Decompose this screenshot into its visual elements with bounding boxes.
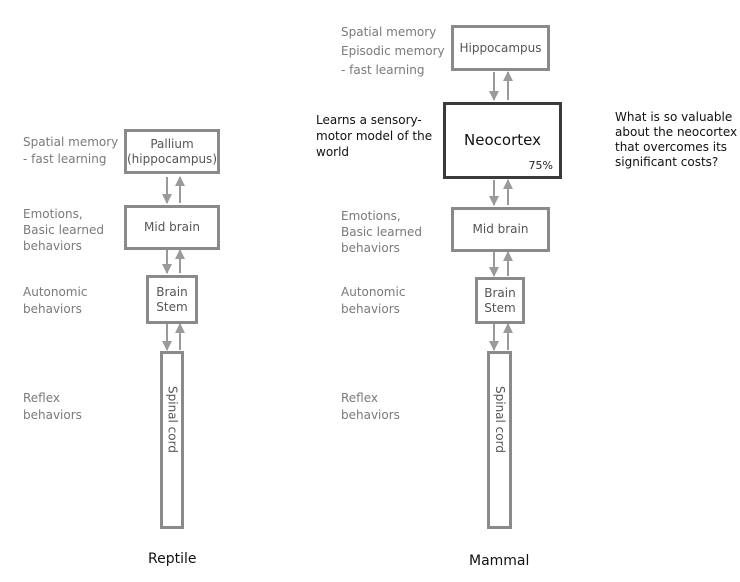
mammal-hippocampus-text: Hippocampus [459, 40, 542, 55]
mammal-label-hippocampus: Spatial memory Episodic memory - fast le… [341, 25, 445, 77]
mammal-label-spinal: Reflex behaviors [341, 391, 400, 422]
reptile-label-pallium: Spatial memory - fast learning [23, 135, 119, 166]
mammal-spinal-cord-box: Spinal cord [487, 351, 512, 529]
reptile-pallium-text: Pallium (hippocampus) [127, 136, 217, 166]
mammal-label-brainstem: Autonomic behaviors [341, 285, 406, 316]
reptile-midbrain-text: Mid brain [144, 220, 200, 234]
mammal-neocortex-text: Neocortex [464, 131, 541, 149]
mammal-brainstem-text: Brain Stem [484, 285, 516, 315]
reptile-label-brainstem: Autonomic behaviors [23, 285, 88, 316]
mammal-midbrain-box: Mid brain [451, 207, 550, 252]
mammal-caption: Mammal [469, 553, 530, 569]
mammal-label-midbrain: Emotions, Basic learned behaviors [341, 209, 422, 255]
mammal-hippocampus-box: Hippocampus [451, 25, 550, 71]
reptile-caption: Reptile [148, 551, 197, 567]
mammal-midbrain-text: Mid brain [472, 222, 529, 236]
mammal-label-neocortex: Learns a sensory- motor model of the wor… [316, 113, 433, 159]
reptile-brainstem-box: Brain Stem [146, 275, 198, 324]
neocortex-question-text: What is so valuable about the neocortex … [615, 110, 738, 169]
reptile-spinal-cord-box: Spinal cord [160, 351, 184, 529]
mammal-spinal-cord-text: Spinal cord [493, 386, 507, 453]
mammal-neocortex-percent: 75% [528, 159, 553, 172]
reptile-label-midbrain: Emotions, Basic learned behaviors [23, 207, 104, 253]
reptile-pallium-box: Pallium (hippocampus) [124, 129, 220, 174]
reptile-brainstem-text: Brain Stem [156, 284, 188, 314]
mammal-neocortex-box: Neocortex 75% [443, 102, 562, 179]
reptile-label-spinal: Reflex behaviors [23, 391, 82, 422]
reptile-spinal-cord-text: Spinal cord [165, 386, 180, 453]
mammal-brainstem-box: Brain Stem [475, 277, 525, 324]
reptile-midbrain-box: Mid brain [124, 205, 220, 250]
